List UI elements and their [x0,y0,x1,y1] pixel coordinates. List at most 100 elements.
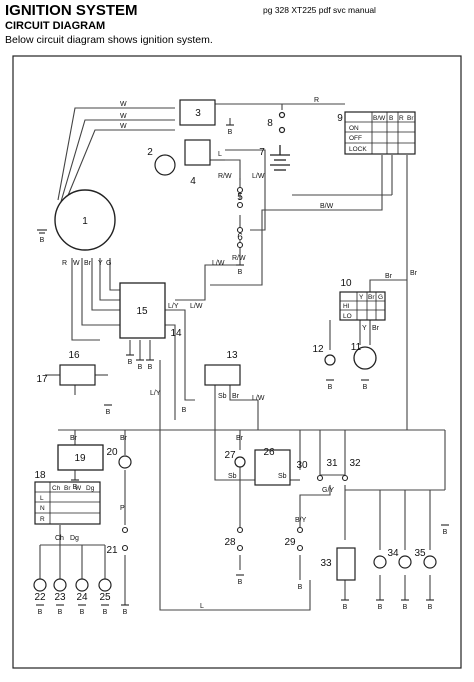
page-meta: pg 328 XT225 pdf svc manual [263,5,376,15]
switch-row: LOCK [349,146,367,153]
ground-label: B [428,604,433,611]
switch-header: Br [64,485,71,492]
wire-label: L [200,603,204,610]
component-number: 14 [170,328,182,339]
wire-label: Y [362,325,367,332]
ground-label: B [38,609,43,616]
switch-header: Dg [86,485,95,492]
switch-header: W [75,485,82,492]
component-number: 29 [284,537,296,548]
ground-label: B [228,129,233,136]
ground-label: B [123,609,128,616]
wire-label: L/W [252,395,265,402]
wire-label: Br [120,435,128,442]
component-number: 16 [68,350,80,361]
page-description: Below circuit diagram shows ignition sys… [5,34,213,46]
component-number: 32 [349,458,361,469]
indicator-21 [118,455,132,469]
ground-label: B [148,364,153,371]
lamps-bottom [33,456,437,592]
ground-label: B [363,384,368,391]
page-title: IGNITION SYSTEM [5,2,138,19]
component-number: 7 [259,147,265,158]
wire-label: L [218,151,222,158]
dimmer-switch-grid [340,292,385,320]
turn-switch-table: Ch Br W Dg L N R [40,485,95,523]
component-numbers: 1 2 3 4 5 6 7 8 9 10 11 12 13 14 15 16 1… [34,108,426,603]
ground-label: B [403,604,408,611]
switch-header: B/W [373,115,386,122]
switch-contacts-lower [121,474,349,552]
wire-label: L/Y [150,390,161,397]
wire-label: W [120,101,127,108]
wire-label: Ch [55,535,64,542]
component-number: 13 [226,350,238,361]
headlight [353,346,377,370]
ground-label: B [238,579,243,586]
wire-label: Br [410,270,418,277]
ground-label: B [128,359,133,366]
wire-label: Br [385,273,393,280]
wire-label: L/W [190,303,203,310]
relay-20 [254,449,291,486]
switch-row: HI [343,303,350,310]
component-number: 31 [326,458,338,469]
wire-label: Br [84,260,92,267]
switch-row: ON [349,125,359,132]
ignitor-unit [119,282,166,339]
switch-row: LO [343,313,352,320]
component-number: 1 [82,216,88,227]
wire-label: Sb [278,473,287,480]
switch-header: Y [359,294,364,301]
wire-label: W [73,260,80,267]
wire-label: Br [232,393,240,400]
ground-symbols [36,124,449,606]
ground-label: B [80,609,85,616]
component-number: 17 [36,374,48,385]
ground-label: B [58,609,63,616]
switch-row: OFF [349,135,362,142]
component-number: 15 [136,306,148,317]
diagram-border [12,55,462,669]
flasher-relay [57,444,104,471]
ground-label: B [343,604,348,611]
starter-motor [154,154,176,176]
main-switch-box [344,111,416,155]
component-number: 18 [34,470,46,481]
component-number: 30 [296,460,308,471]
main-switch-table: B/W B R Br ON OFF LOCK [349,115,414,153]
wire-label: G/Y [322,487,334,494]
wire-label: W [120,123,127,130]
component-number: 34 [387,548,399,559]
ground-label: B [138,364,143,371]
wire-label: L/Y [168,303,179,310]
component-number: 23 [54,592,66,603]
switch-header: R [399,115,404,122]
component-number: 9 [337,113,343,124]
component-number: 6 [237,232,243,243]
wire-label: G [106,260,111,267]
wire-label: Br [70,435,78,442]
wire-label: B/Y [295,517,307,524]
switch-contacts-upper [236,186,244,249]
ground-label: B [378,604,383,611]
component-number: 26 [263,447,275,458]
component-number: 5 [237,192,243,203]
ground-label: B [182,407,187,414]
component-number: 33 [320,558,332,569]
wire-label: L/W [252,173,265,180]
wire-label: Y [98,260,103,267]
dimmer-switch-table: Y Br G HI LO [343,294,383,320]
ground-label: B [73,484,78,491]
relay-13 [204,364,241,386]
fuse [278,111,286,134]
ground-label: B [40,237,45,244]
component-number: 27 [224,450,236,461]
switch-row: N [40,505,45,512]
wire-label: Dg [70,535,79,542]
wire-label: Br [236,435,244,442]
switch-header: G [378,294,383,301]
ground-label: B [106,409,111,416]
turn-switch-box [34,481,101,525]
